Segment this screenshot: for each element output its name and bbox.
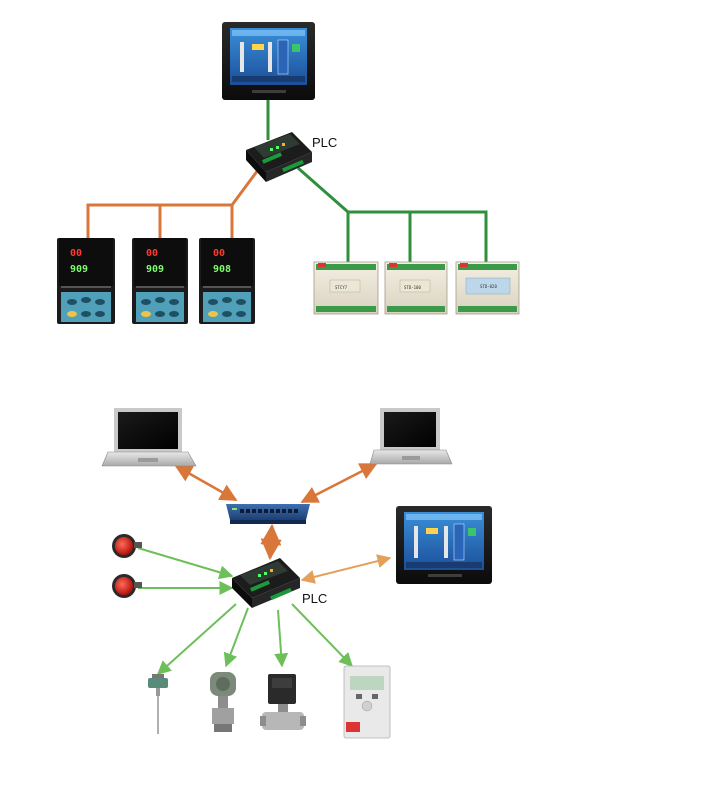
temperature-controller-2: 00 909 [132, 238, 188, 324]
tc1-pv: 00 [70, 248, 82, 259]
io-module-2-label: STD-100 [404, 285, 421, 290]
tc3-pv: 00 [213, 248, 225, 259]
temperature-controller-1: 00 909 [57, 238, 115, 324]
io-module-1-label: STCY7 [335, 285, 348, 290]
io-module-bus [297, 166, 488, 262]
hmi-touchscreen-icon [222, 22, 315, 100]
bottom-plc-label: PLC [302, 591, 327, 606]
push-button-icon-1 [112, 534, 142, 558]
temperature-sensor-icon [148, 674, 168, 734]
hmi-touchscreen-icon-bottom [396, 506, 492, 584]
pressure-transmitter-icon [210, 672, 236, 732]
tc1-sv: 909 [70, 264, 88, 275]
tc2-pv: 00 [146, 248, 158, 259]
tc2-sv: 909 [146, 264, 164, 275]
io-module-3: STD-020 [455, 261, 520, 315]
plc-icon-bottom [232, 558, 300, 608]
push-button-icon-2 [112, 574, 142, 598]
io-module-3-label: STD-020 [480, 284, 497, 289]
solenoid-valve-icon [260, 674, 306, 730]
bottom-links [137, 462, 392, 675]
laptop-icon-left [101, 408, 197, 467]
network-switch-icon [226, 504, 310, 524]
laptop-icon-right [369, 408, 453, 465]
inverter-drive-icon [343, 665, 391, 739]
temperature-controller-bus [86, 169, 260, 238]
top-plc-label: PLC [312, 135, 337, 150]
tc3-sv: 908 [213, 264, 231, 275]
temperature-controller-3: 00 908 [199, 238, 255, 324]
io-module-2: STD-100 [384, 261, 448, 315]
plc-icon [246, 132, 312, 182]
io-module-1: STCY7 [313, 261, 379, 315]
